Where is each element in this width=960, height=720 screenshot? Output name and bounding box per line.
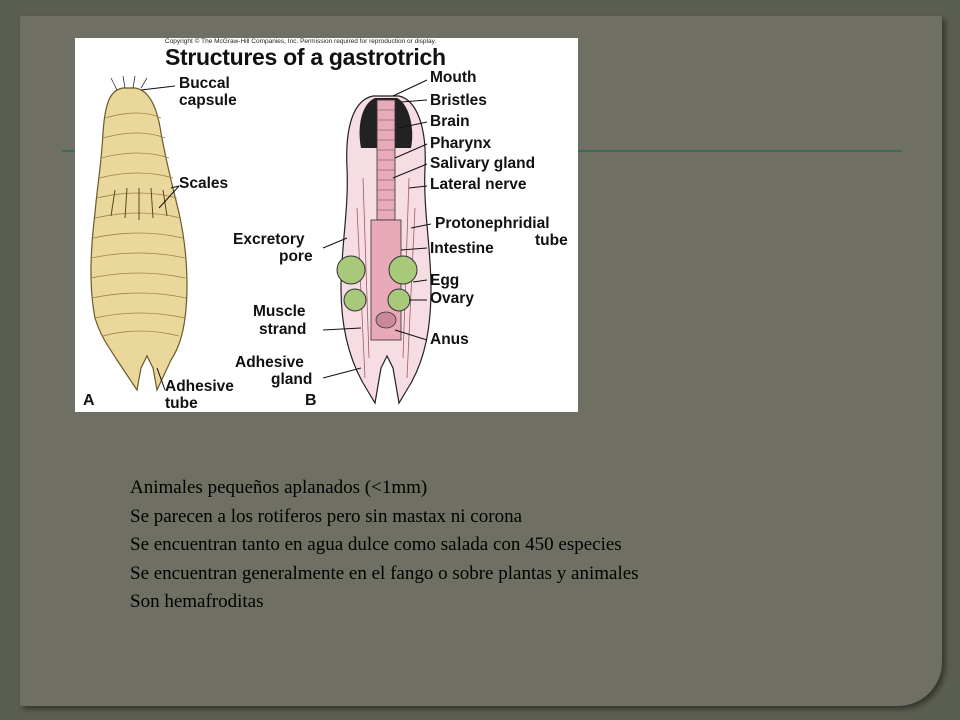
bullet-item: Son hemafroditas [130,588,639,617]
label-lateral-nerve: Lateral nerve [430,177,527,193]
label-tube-b: tube [535,233,568,249]
label-intestine: Intestine [430,241,494,257]
label-anus: Anus [430,332,469,348]
label-tube-a: tube [165,396,198,412]
label-scales: Scales [179,176,228,192]
label-excretory: Excretory [233,232,305,248]
label-buccal: Buccal [179,76,230,92]
bullet-item: Animales pequeños aplanados (<1mm) [130,474,639,503]
label-protonephridial: Protonephridial [435,216,550,232]
label-mouth: Mouth [430,70,476,86]
label-capsule: capsule [179,93,237,109]
label-bristles: Bristles [430,93,487,109]
figure-title: Structures of a gastrotrich [165,44,446,71]
label-muscle: Muscle [253,304,306,320]
label-egg: Egg [430,273,459,289]
bullet-item: Se parecen a los rotiferos pero sin mast… [130,503,639,532]
label-salivary-gland: Salivary gland [430,156,535,172]
label-pore: pore [279,249,313,265]
bullet-item: Se encuentran generalmente en el fango o… [130,560,639,589]
label-pharynx: Pharynx [430,136,491,152]
panel-label-a: A [83,392,95,410]
label-adhesive-b: Adhesive [235,355,304,371]
bullet-list: Animales pequeños aplanados (<1mm) Se pa… [130,474,639,617]
label-ovary: Ovary [430,291,474,307]
specimen-a [91,76,187,390]
panel-label-b: B [305,392,317,410]
specimen-b [323,80,431,403]
label-gland: gland [271,372,312,388]
gastrotrich-figure: Copyright © The McGraw-Hill Companies, I… [75,38,578,412]
bullet-item: Se encuentran tanto en agua dulce como s… [130,531,639,560]
label-brain: Brain [430,114,470,130]
label-adhesive-a: Adhesive [165,379,234,395]
label-strand: strand [259,322,306,338]
